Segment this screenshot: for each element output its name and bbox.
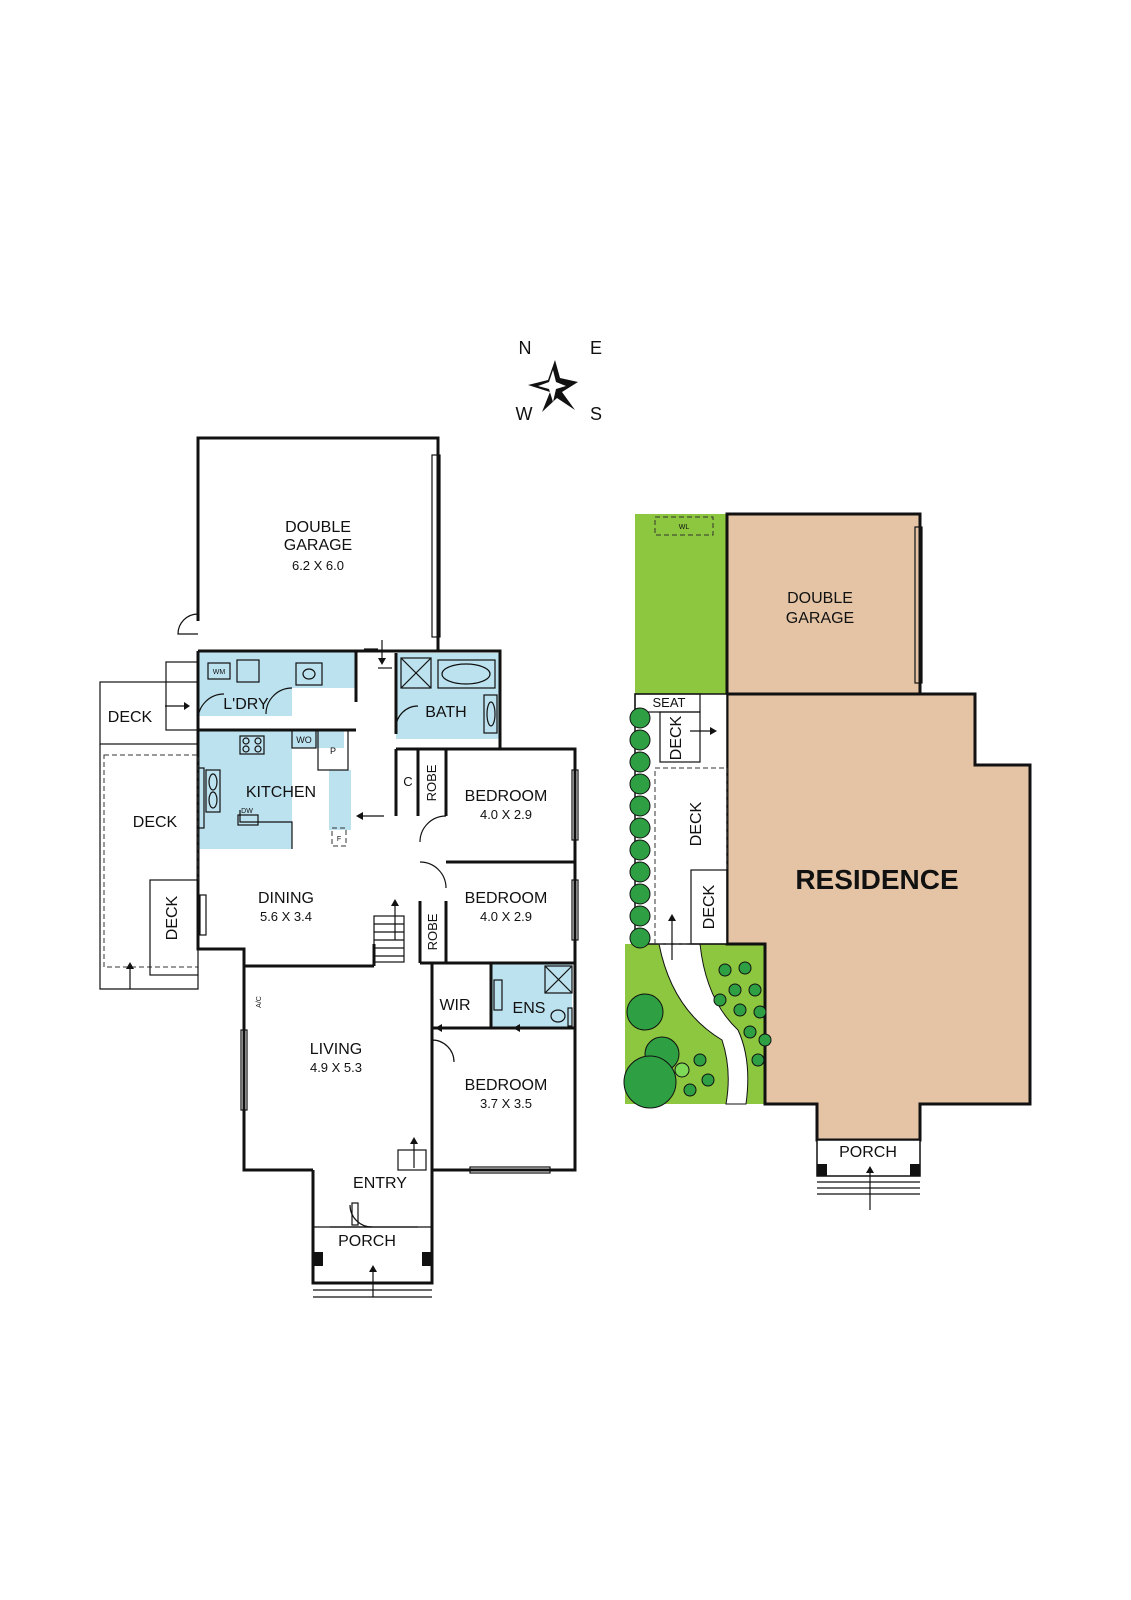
tree-icon [683, 1083, 697, 1097]
svg-text:DW: DW [241, 808, 253, 815]
toilet-icon [302, 668, 316, 680]
seat-label: SEAT [653, 695, 686, 710]
compass-north: N [519, 338, 532, 358]
cooktop [239, 735, 265, 755]
tree-icon [693, 1053, 707, 1067]
site-garage [725, 512, 922, 696]
ac-label: A/C [256, 996, 263, 1008]
tree-icon [718, 963, 732, 977]
site-porch-label: PORCH [839, 1144, 897, 1161]
garage-walls [196, 436, 440, 651]
kitchen-sink [205, 769, 221, 813]
washing-machine [207, 662, 231, 680]
tree-icon [713, 993, 727, 1007]
tree-icon [629, 861, 651, 883]
tree-icon [758, 1033, 772, 1047]
stairs [373, 899, 405, 963]
tree-icon [728, 983, 742, 997]
svg-text:WM: WM [213, 669, 226, 676]
site-residence [725, 692, 1032, 1142]
tree-icon [733, 1003, 747, 1017]
trees [623, 707, 772, 1109]
ensuite-area [491, 963, 572, 1028]
wl-label: WL [679, 524, 690, 531]
dining-dims: 5.6 X 3.4 [260, 909, 312, 924]
site-garage-label-2: GARAGE [786, 610, 854, 627]
kitchen-label: KITCHEN [246, 784, 316, 801]
garage-label-2: GARAGE [284, 537, 352, 554]
site-deck-2-label: DECK [688, 801, 705, 846]
living-label: LIVING [310, 1041, 362, 1058]
ensuite-label: ENS [513, 1000, 546, 1017]
deck-middle-label: DECK [133, 814, 178, 831]
living-dims: 4.9 X 5.3 [310, 1060, 362, 1075]
tree-icon [629, 927, 651, 949]
bathtub [437, 659, 496, 689]
entry-label: ENTRY [353, 1175, 407, 1192]
tree-icon [626, 993, 664, 1031]
dining-label: DINING [258, 890, 314, 907]
svg-text:P: P [330, 746, 336, 756]
bedroom-2-label: BEDROOM [465, 890, 548, 907]
laundry-area [198, 651, 356, 688]
site-deck-3-label: DECK [701, 884, 718, 929]
garage-dims: 6.2 X 6.0 [292, 558, 344, 573]
robe-2-label: ROBE [425, 913, 440, 950]
robe-1-label: ROBE [424, 764, 439, 801]
tree-icon [743, 1025, 757, 1039]
compass-east: E [590, 338, 602, 358]
tree-icon [674, 1062, 690, 1078]
svg-text:WO: WO [296, 735, 312, 745]
site-garage-label-1: DOUBLE [787, 590, 853, 607]
bedroom-1-dims: 4.0 X 2.9 [480, 807, 532, 822]
floor-plan: WM WO P DW F [99, 436, 579, 1298]
tree-icon [629, 839, 651, 861]
bedroom-3-label: BEDROOM [465, 1077, 548, 1094]
deck-lower [149, 879, 199, 976]
tree-icon [629, 751, 651, 773]
bedroom-3-dims: 3.7 X 3.5 [480, 1096, 532, 1111]
tree-icon [701, 1073, 715, 1087]
bedroom-2-dims: 4.0 X 2.9 [480, 909, 532, 924]
tree-icon [629, 729, 651, 751]
bath-label: BATH [425, 704, 466, 721]
compass-south: S [590, 404, 602, 424]
tree-icon [623, 1055, 677, 1109]
tree-icon [753, 1005, 767, 1019]
tree-icon [629, 883, 651, 905]
tree-icon [629, 707, 651, 729]
tree-icon [629, 795, 651, 817]
porch-label: PORCH [338, 1233, 396, 1250]
compass-rose: N E W S [516, 338, 603, 424]
tree-icon [629, 817, 651, 839]
tree-icon [629, 773, 651, 795]
compass-west: W [516, 404, 533, 424]
tree-icon [751, 1053, 765, 1067]
deck-lower-label: DECK [164, 895, 181, 940]
wir-label: WIR [439, 997, 470, 1014]
svg-text:F: F [337, 836, 341, 843]
site-deck-1-label: DECK [668, 715, 685, 760]
garage-label-1: DOUBLE [285, 519, 351, 536]
site-porch: PORCH [816, 1139, 921, 1210]
tree-icon [748, 983, 762, 997]
cupboard-label: C [403, 774, 412, 789]
lawn-area [635, 514, 727, 694]
site-plan: WL DOUBLE GARAGE RESIDENCE SEAT DECK DEC… [625, 512, 1032, 1142]
tree-icon [629, 905, 651, 927]
residence-label: RESIDENCE [795, 864, 958, 895]
deck-upper-label: DECK [108, 709, 153, 726]
laundry-label: L'DRY [223, 696, 269, 713]
tree-icon [738, 961, 752, 975]
bedroom-1-label: BEDROOM [465, 788, 548, 805]
